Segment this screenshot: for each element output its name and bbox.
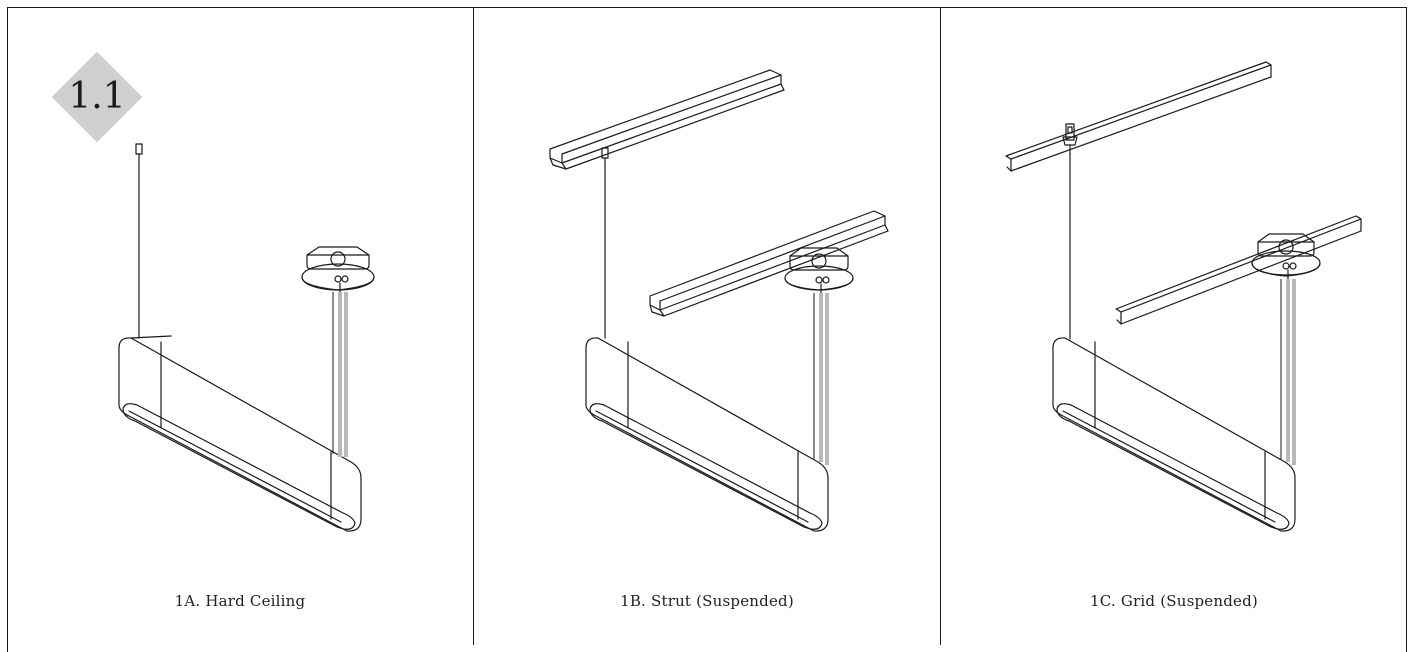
strut-cable-anchor (601, 147, 609, 163)
linear-fixture (1052, 337, 1296, 532)
panel-divider (940, 7, 941, 645)
power-cord (332, 292, 348, 457)
power-cord (1280, 279, 1296, 465)
grid-illustration (1005, 61, 1362, 532)
ceiling-canopy (1251, 233, 1321, 280)
grid-clip (1062, 123, 1078, 155)
panel-strut: 1B. Strut (Suspended) (474, 7, 940, 645)
linear-fixture (118, 335, 362, 532)
upper-grid-tee (1005, 61, 1272, 172)
ceiling-canopy (784, 247, 854, 294)
strut-illustration (549, 69, 889, 532)
ceiling-canopy (301, 246, 375, 293)
panel-caption: 1C. Grid (Suspended) (1090, 592, 1258, 610)
diagram-frame (7, 7, 1407, 652)
section-badge: 1.1 (51, 51, 143, 143)
panel-divider (473, 7, 474, 645)
lower-grid-tee (1115, 215, 1362, 325)
panel-hard-ceiling: 1.1 (7, 7, 473, 645)
section-number: 1.1 (68, 76, 126, 117)
hard-ceiling-illustration (118, 143, 375, 532)
panel-grid: 1C. Grid (Suspended) (941, 7, 1407, 645)
panel-caption: 1A. Hard Ceiling (174, 592, 306, 610)
lower-strut-channel (649, 210, 889, 317)
panel-caption: 1B. Strut (Suspended) (620, 592, 794, 610)
power-cord (813, 293, 829, 465)
upper-strut-channel (549, 69, 785, 170)
ceiling-anchor (135, 143, 143, 158)
linear-fixture (585, 337, 829, 532)
